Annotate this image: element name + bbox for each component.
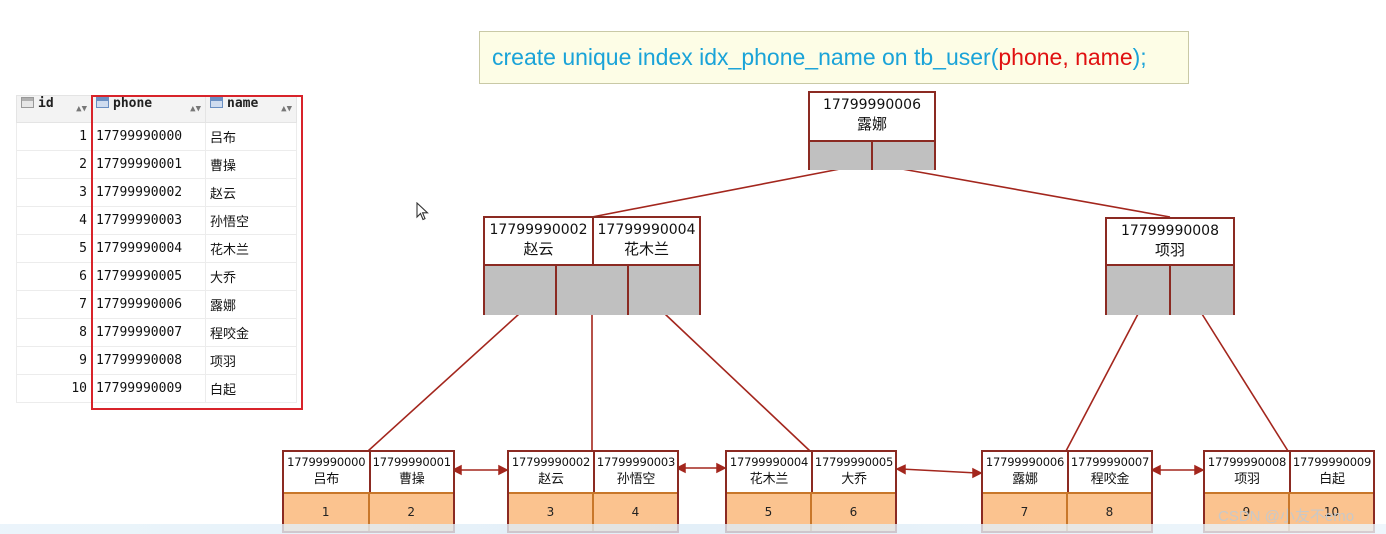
cell-phone[interactable]: 17799990002 bbox=[91, 178, 206, 207]
key-column-icon bbox=[21, 97, 34, 108]
column-icon bbox=[96, 97, 109, 108]
cell-phone[interactable]: 17799990009 bbox=[91, 374, 206, 403]
cell-phone[interactable]: 17799990005 bbox=[91, 262, 206, 291]
child-pointer bbox=[627, 266, 699, 315]
cell-name[interactable]: 白起 bbox=[205, 374, 297, 403]
cell-phone[interactable]: 17799990004 bbox=[91, 234, 206, 263]
sql-columns: phone, name bbox=[998, 44, 1133, 70]
cell-name[interactable]: 吕布 bbox=[205, 122, 297, 151]
cell-id[interactable]: 5 bbox=[16, 234, 92, 263]
bottom-decoration bbox=[0, 524, 1386, 534]
sql-prefix: create unique index idx_phone_name on tb… bbox=[492, 44, 999, 70]
cell-phone[interactable]: 17799990008 bbox=[91, 346, 206, 375]
cell-name[interactable]: 花木兰 bbox=[205, 234, 297, 263]
cell-id[interactable]: 7 bbox=[16, 290, 92, 319]
cell-phone[interactable]: 17799990000 bbox=[91, 122, 206, 151]
column-header-id[interactable]: id▲▼ bbox=[16, 95, 92, 123]
child-pointer bbox=[810, 142, 871, 170]
child-pointer bbox=[1169, 266, 1233, 315]
cell-id[interactable]: 3 bbox=[16, 178, 92, 207]
cell-id[interactable]: 9 bbox=[16, 346, 92, 375]
child-pointer bbox=[1107, 266, 1169, 315]
cell-name[interactable]: 程咬金 bbox=[205, 318, 297, 347]
child-pointer bbox=[485, 266, 555, 315]
sort-icon[interactable]: ▲▼ bbox=[281, 104, 292, 114]
cell-id[interactable]: 10 bbox=[16, 374, 92, 403]
cell-phone[interactable]: 17799990006 bbox=[91, 290, 206, 319]
cell-name[interactable]: 露娜 bbox=[205, 290, 297, 319]
column-header-name[interactable]: name▲▼ bbox=[205, 95, 297, 123]
cell-phone[interactable]: 17799990001 bbox=[91, 150, 206, 179]
mouse-pointer-icon bbox=[416, 202, 429, 221]
cell-phone[interactable]: 17799990007 bbox=[91, 318, 206, 347]
cell-name[interactable]: 大乔 bbox=[205, 262, 297, 291]
cell-name[interactable]: 曹操 bbox=[205, 150, 297, 179]
cell-id[interactable]: 4 bbox=[16, 206, 92, 235]
watermark: CSDN @小友不emo bbox=[1218, 508, 1355, 525]
sort-icon[interactable]: ▲▼ bbox=[76, 104, 87, 114]
cell-name[interactable]: 项羽 bbox=[205, 346, 297, 375]
sql-suffix: ); bbox=[1132, 44, 1147, 70]
cell-phone[interactable]: 17799990003 bbox=[91, 206, 206, 235]
cell-name[interactable]: 赵云 bbox=[205, 178, 297, 207]
sql-statement: create unique index idx_phone_name on tb… bbox=[479, 31, 1189, 84]
cell-id[interactable]: 8 bbox=[16, 318, 92, 347]
table-header-row: id▲▼ phone▲▼ name▲▼ bbox=[16, 95, 297, 123]
cell-id[interactable]: 1 bbox=[16, 122, 92, 151]
column-icon bbox=[210, 97, 223, 108]
column-header-phone[interactable]: phone▲▼ bbox=[91, 95, 206, 123]
cell-id[interactable]: 2 bbox=[16, 150, 92, 179]
child-pointer bbox=[555, 266, 627, 315]
sort-icon[interactable]: ▲▼ bbox=[190, 104, 201, 114]
child-pointer bbox=[871, 142, 934, 170]
cell-name[interactable]: 孙悟空 bbox=[205, 206, 297, 235]
cell-id[interactable]: 6 bbox=[16, 262, 92, 291]
